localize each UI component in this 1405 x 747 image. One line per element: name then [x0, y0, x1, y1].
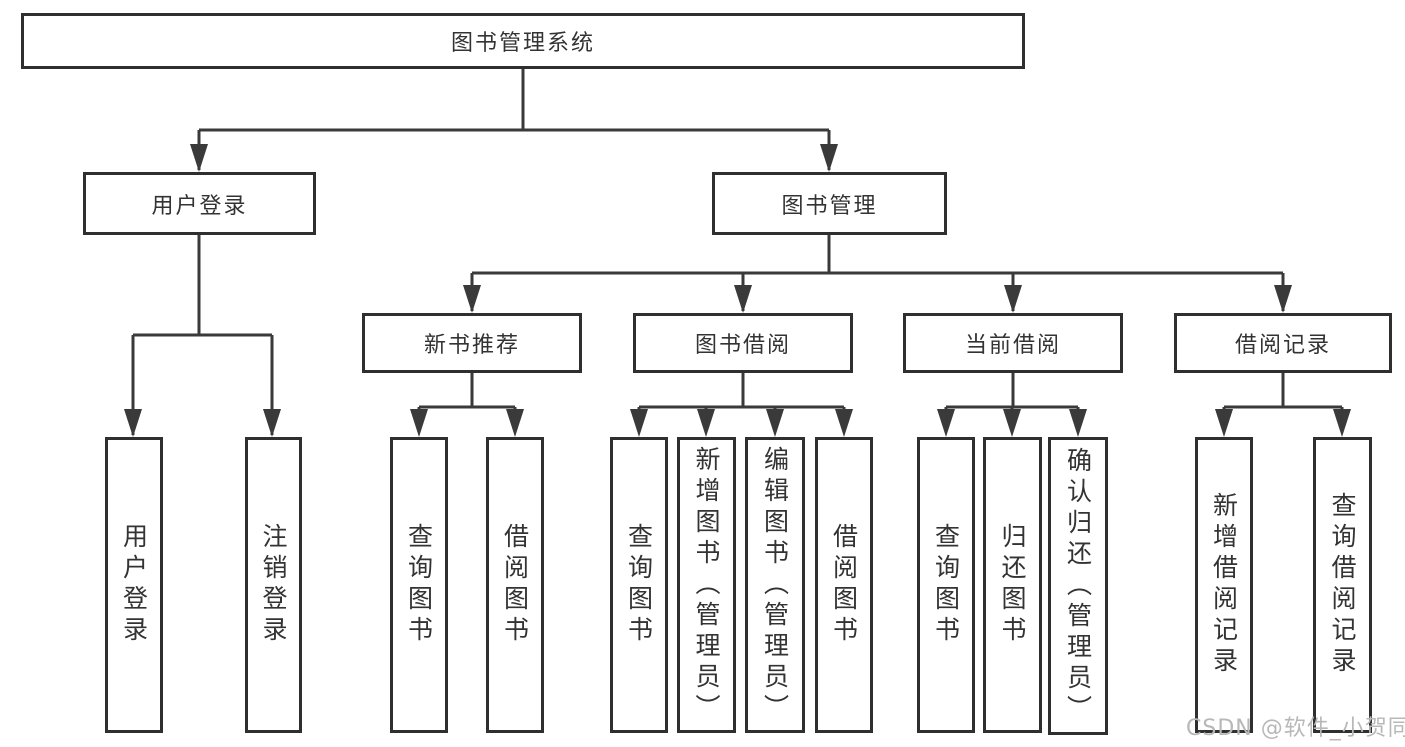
arrow-down-icon — [820, 144, 838, 172]
node-label: 查询图书 — [404, 523, 434, 647]
arrow-down-icon — [410, 409, 428, 437]
leaf-newbook-query-book: 查询图书 — [390, 437, 448, 733]
node-label: 图书管理 — [781, 193, 878, 219]
arrow-down-icon — [1333, 409, 1351, 437]
leaf-current-return-book: 归还图书 — [983, 437, 1042, 733]
node-book-borrow: 图书借阅 — [633, 313, 853, 373]
node-label: 查询借阅记录 — [1328, 492, 1357, 678]
arrow-down-icon — [1003, 409, 1021, 437]
node-label: 编辑图书（管理员） — [760, 445, 790, 725]
arrow-down-icon — [1215, 409, 1233, 437]
node-label: 确认归还（管理员） — [1063, 446, 1093, 726]
arrow-down-icon — [463, 285, 481, 313]
node-root-system: 图书管理系统 — [21, 13, 1025, 69]
leaf-borrow-edit-book-admin: 编辑图书（管理员） — [745, 437, 805, 733]
leaf-borrow-borrow-book: 借阅图书 — [815, 437, 873, 733]
arrow-down-icon — [506, 409, 524, 437]
node-book-management-branch: 图书管理 — [712, 172, 947, 235]
node-label: 用户登录 — [151, 193, 248, 219]
csdn-watermark: CSDN @软件_小贺同学 — [1186, 716, 1405, 741]
arrow-down-icon — [1274, 285, 1292, 313]
arrow-down-icon — [263, 409, 281, 437]
leaf-record-add-borrow-record: 新增借阅记录 — [1195, 437, 1253, 733]
node-label: 新增图书（管理员） — [692, 445, 721, 725]
leaf-borrow-query-book: 查询图书 — [610, 437, 668, 733]
leaf-record-query-borrow-record: 查询借阅记录 — [1313, 437, 1372, 733]
node-current-borrow: 当前借阅 — [903, 313, 1123, 373]
node-new-book-recommend: 新书推荐 — [362, 313, 582, 373]
arrow-down-icon — [766, 409, 784, 437]
arrow-down-icon — [1069, 409, 1087, 437]
arrow-down-icon — [190, 144, 208, 172]
node-label: 当前借阅 — [964, 333, 1061, 358]
arrow-down-icon — [835, 409, 853, 437]
node-label: 新书推荐 — [423, 333, 520, 358]
leaf-newbook-borrow-book: 借阅图书 — [486, 437, 544, 733]
leaf-user-login: 用户登录 — [105, 437, 163, 733]
node-label: 新增借阅记录 — [1209, 492, 1239, 678]
leaf-borrow-add-book-admin: 新增图书（管理员） — [677, 437, 736, 733]
node-user-login-branch: 用户登录 — [83, 172, 316, 235]
node-label: 图书借阅 — [694, 333, 791, 358]
leaf-logout: 注销登录 — [245, 437, 302, 733]
node-label: 查询图书 — [931, 523, 961, 647]
node-label: 查询图书 — [624, 523, 654, 647]
node-label: 归还图书 — [998, 523, 1027, 647]
arrow-down-icon — [1004, 285, 1022, 313]
arrow-down-icon — [697, 409, 715, 437]
node-label: 用户登录 — [119, 523, 149, 647]
node-label: 注销登录 — [259, 523, 288, 647]
node-label: 借阅图书 — [829, 523, 859, 647]
node-label: 借阅记录 — [1234, 333, 1331, 358]
arrow-down-icon — [937, 409, 955, 437]
node-label: 图书管理系统 — [450, 31, 595, 56]
node-borrow-record: 借阅记录 — [1174, 313, 1392, 373]
tree-connector-paths — [131, 69, 1344, 435]
arrow-down-icon — [630, 409, 648, 437]
node-label: 借阅图书 — [500, 523, 530, 647]
arrow-down-icon — [734, 285, 752, 313]
arrow-down-icon — [124, 409, 142, 437]
leaf-current-query-book: 查询图书 — [917, 437, 975, 733]
leaf-current-confirm-return-admin: 确认归还（管理员） — [1048, 437, 1108, 735]
